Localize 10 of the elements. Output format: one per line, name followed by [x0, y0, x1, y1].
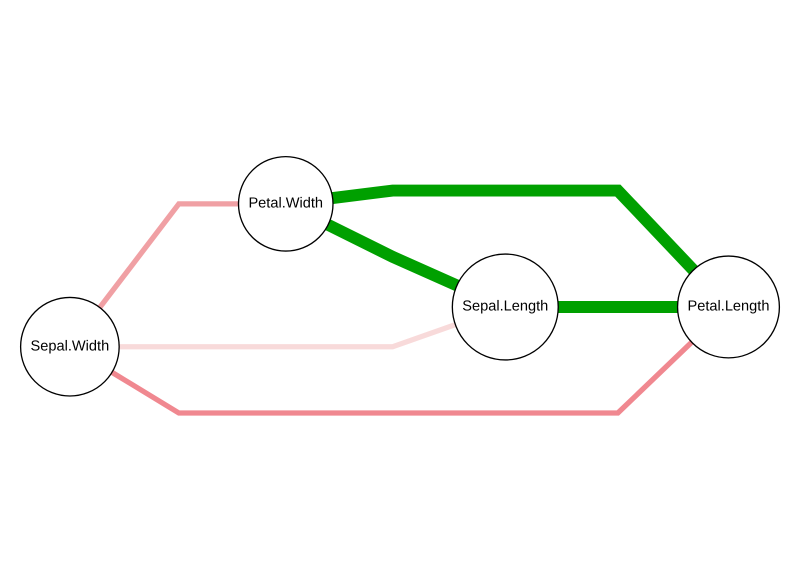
connector [558, 301, 678, 314]
node-circle: Sepal.Length [452, 254, 559, 361]
connector [119, 322, 456, 350]
node-circle: Petal.Length [676, 256, 780, 359]
connector [110, 340, 694, 416]
node-circle: Petal.Width [238, 156, 334, 252]
connector [325, 220, 460, 292]
connector [98, 201, 238, 310]
node-circle: Sepal.Width [20, 296, 120, 397]
connector [332, 184, 698, 274]
